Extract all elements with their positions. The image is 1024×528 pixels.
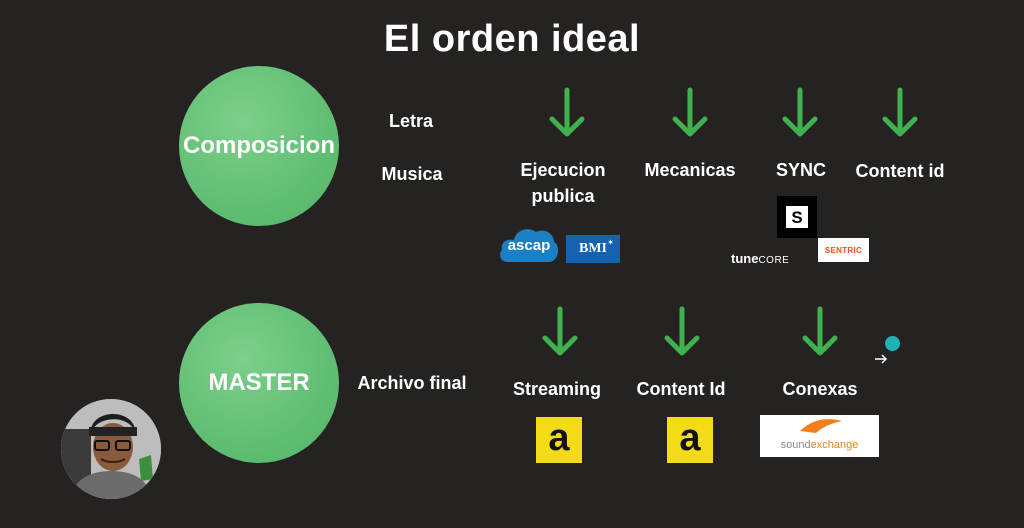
webcam-avatar xyxy=(61,399,161,499)
arrow-down-icon xyxy=(782,87,818,137)
arrow-down-icon xyxy=(672,87,708,137)
cursor-highlight-dot xyxy=(885,336,900,351)
content-id-label: Content id xyxy=(855,161,945,181)
arrow-down-icon xyxy=(882,87,918,137)
ejecucion-publica-label: Ejecucion publica xyxy=(520,160,606,206)
musica-label: Musica xyxy=(381,164,443,184)
amuse-logo: a xyxy=(536,417,582,463)
conexas-label: Conexas xyxy=(782,379,858,399)
sentric-logo: SENTRIC xyxy=(818,238,869,262)
cursor-icon xyxy=(875,354,888,364)
content-id-master-label: Content Id xyxy=(636,379,726,399)
tunecore-logo: tuneCORE xyxy=(731,251,790,266)
master-circle-label: MASTER xyxy=(208,369,310,396)
arrow-down-icon xyxy=(664,306,700,356)
composition-circle: Composicion xyxy=(179,66,339,226)
sync-label: SYNC xyxy=(775,160,826,180)
soundexchange-logo: soundexchange xyxy=(760,415,879,457)
master-circle: MASTER xyxy=(179,303,339,463)
arrow-down-icon xyxy=(549,87,585,137)
mecanicas-label: Mecanicas xyxy=(644,160,736,180)
composition-circle-label: Composicion xyxy=(182,132,335,159)
bmi-logo: BMI ✶ xyxy=(566,235,620,263)
arrow-down-icon xyxy=(542,306,578,356)
ascap-logo: ascap xyxy=(498,224,560,264)
slide-title: El orden ideal xyxy=(383,18,641,60)
arrow-down-icon xyxy=(802,306,838,356)
star-icon: ✶ xyxy=(607,238,614,247)
soundexchange-swoosh-icon xyxy=(800,419,842,433)
songtrust-logo: S xyxy=(777,196,817,238)
amuse-logo: a xyxy=(667,417,713,463)
letra-label: Letra xyxy=(388,111,433,131)
streaming-label: Streaming xyxy=(512,379,602,399)
archivo-final-label: Archivo final xyxy=(357,373,467,393)
